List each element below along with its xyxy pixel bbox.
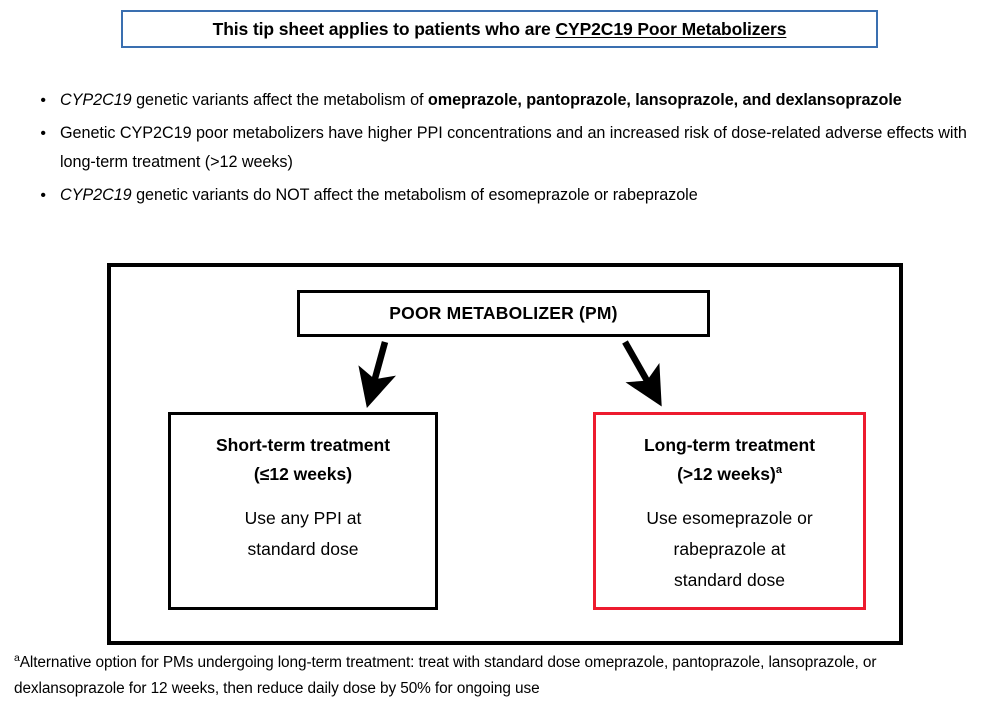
header-prefix-text: This tip sheet applies to patients who a…	[212, 18, 556, 39]
long-term-footnote-marker: a	[775, 464, 782, 477]
bullet-1-segment-bold: omeprazole, pantoprazole, lansoprazole, …	[427, 91, 902, 109]
tip-sheet-header-text: This tip sheet applies to patients who a…	[213, 19, 787, 40]
list-item: • CYP2C19 genetic variants affect the me…	[14, 86, 974, 115]
header-emphasis-text: CYP2C19 Poor Metabolizers	[555, 18, 787, 39]
short-term-body: Use any PPI at standard dose	[245, 503, 362, 565]
long-term-title-line1: Long-term treatment	[643, 435, 816, 455]
treatment-flowchart: POOR METABOLIZER (PM) Short-term treatme…	[107, 263, 903, 645]
footnote-marker: a	[14, 651, 20, 664]
list-item: • CYP2C19 genetic variants do NOT affect…	[14, 181, 974, 210]
arrow-to-long-term	[622, 340, 662, 407]
long-term-title-line2: (>12 weeks)	[677, 464, 776, 484]
bullet-2-segment-normal: Genetic CYP2C19 poor metabolizers have h…	[60, 124, 967, 171]
bullet-marker-icon: •	[40, 125, 46, 142]
short-term-title: Short-term treatment (≤12 weeks)	[216, 431, 390, 489]
bullet-3-segment-italic: CYP2C19	[60, 186, 132, 204]
long-term-body: Use esomeprazole or rabeprazole at stand…	[646, 503, 812, 596]
bullet-3-segment-normal: genetic variants do NOT affect the metab…	[131, 186, 698, 204]
list-item-text: CYP2C19 genetic variants affect the meta…	[60, 86, 974, 115]
bullet-marker-icon: •	[40, 92, 46, 109]
short-term-body-line2: standard dose	[247, 539, 359, 559]
long-term-title: Long-term treatment (>12 weeks)a	[644, 431, 815, 489]
long-term-body-line3: standard dose	[674, 570, 785, 590]
footnote-text: Alternative option for PMs undergoing lo…	[14, 654, 877, 697]
bullet-marker-icon: •	[40, 187, 46, 204]
long-term-body-line2: rabeprazole at	[673, 539, 786, 559]
list-item-text: Genetic CYP2C19 poor metabolizers have h…	[60, 119, 974, 177]
flowchart-root-box-label: POOR METABOLIZER (PM)	[389, 303, 618, 323]
long-term-body-line1: Use esomeprazole or	[646, 508, 813, 528]
arrow-to-short-term	[358, 341, 396, 409]
flowchart-box-long-term-treatment: Long-term treatment (>12 weeks)a Use eso…	[593, 412, 866, 610]
short-term-title-line1: Short-term treatment	[215, 435, 391, 455]
footnote: aAlternative option for PMs undergoing l…	[14, 650, 969, 702]
tip-sheet-header-box: This tip sheet applies to patients who a…	[121, 10, 878, 48]
list-item-text: CYP2C19 genetic variants do NOT affect t…	[60, 181, 974, 210]
short-term-title-line2: (≤12 weeks)	[253, 464, 353, 484]
bullet-1-segment-normal: genetic variants affect the metabolism o…	[131, 91, 428, 109]
list-item: • Genetic CYP2C19 poor metabolizers have…	[14, 119, 974, 177]
bullet-1-segment-italic: CYP2C19	[60, 91, 132, 109]
flowchart-root-box-poor-metabolizer: POOR METABOLIZER (PM)	[297, 290, 710, 337]
key-points-list: • CYP2C19 genetic variants affect the me…	[14, 86, 974, 214]
short-term-body-line1: Use any PPI at	[244, 508, 362, 528]
flowchart-box-short-term-treatment: Short-term treatment (≤12 weeks) Use any…	[168, 412, 438, 610]
